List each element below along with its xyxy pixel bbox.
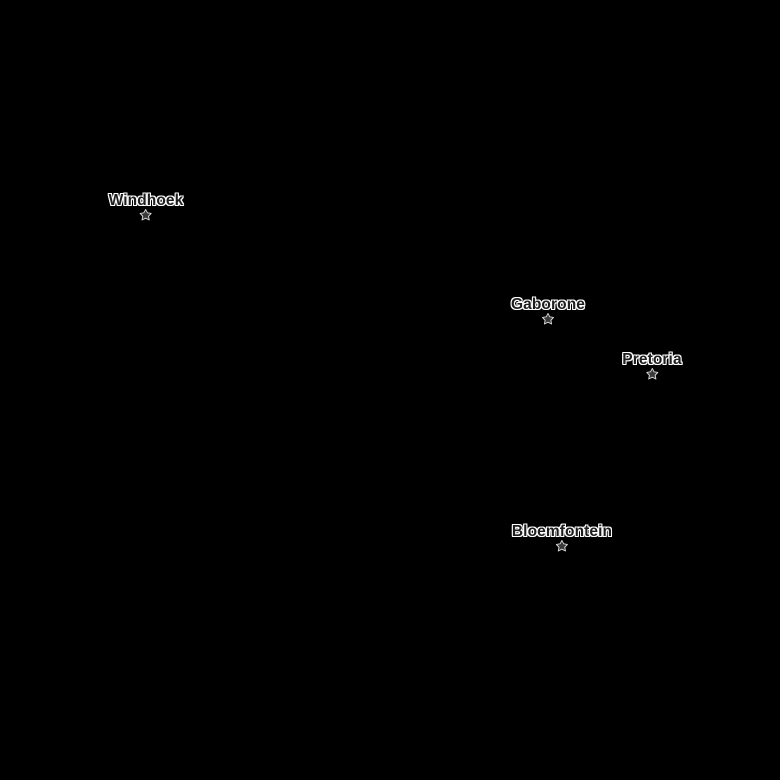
star-icon	[541, 312, 555, 325]
star-icon	[555, 539, 569, 552]
city-marker-gaborone: Gaborone	[511, 296, 585, 326]
star-icon	[139, 208, 153, 221]
city-marker-windhoek: Windhoek	[109, 192, 184, 222]
city-marker-bloemfontein: Bloemfontein	[512, 523, 612, 553]
city-label: Bloemfontein	[511, 523, 613, 540]
city-label: Gaborone	[510, 296, 586, 313]
city-label: Pretoria	[622, 351, 682, 368]
star-icon	[645, 367, 659, 380]
city-label: Windhoek	[108, 192, 184, 209]
city-marker-pretoria: Pretoria	[622, 351, 682, 381]
